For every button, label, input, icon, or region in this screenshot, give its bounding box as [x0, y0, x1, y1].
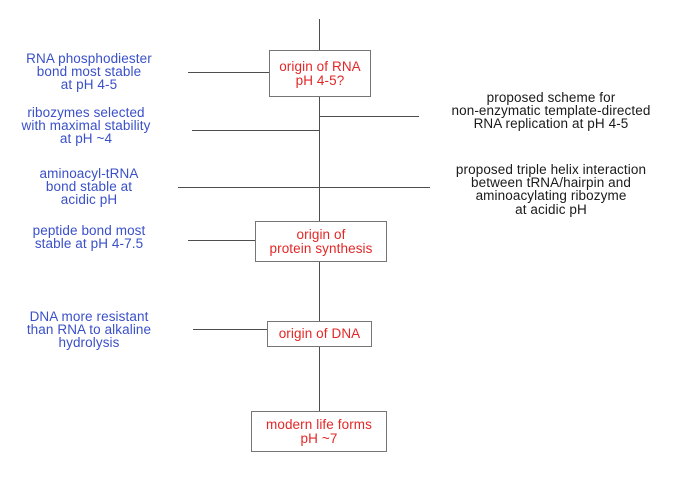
flow-box-origin-dna: origin of DNA — [267, 321, 372, 347]
annotation-line: bond most stable — [36, 64, 142, 80]
annotation-line: RNA replication at pH 4-5 — [473, 116, 629, 132]
annotation-line: with maximal stability — [21, 118, 151, 134]
annotation-line: at pH ~4 — [59, 131, 113, 147]
connector-dna-resistant — [193, 328, 267, 330]
annotation-line: RNA phosphodiester — [26, 51, 152, 66]
annotation-line: peptide bond most — [32, 223, 146, 238]
connector-rna-phosphodiester — [188, 71, 269, 73]
annotation-proposed-scheme: proposed scheme for non-enzymatic templa… — [428, 91, 674, 131]
connector-proposed-scheme — [319, 115, 419, 117]
annotation-line: than RNA to alkaline — [26, 322, 152, 338]
flow-box-line: origin of — [296, 226, 346, 242]
annotation-ribozymes: ribozymes selected with maximal stabilit… — [3, 106, 169, 146]
annotation-rna-phosphodiester: RNA phosphodiester bond most stable at p… — [8, 52, 170, 92]
annotation-line: hydrolysis — [58, 335, 120, 351]
flow-box-line: pH 4-5? — [295, 72, 345, 88]
annotation-line: aminoacyl-tRNA — [39, 166, 139, 181]
flow-box-line: pH ~7 — [300, 430, 338, 446]
flow-box-modern-life-forms: modern life forms pH ~7 — [251, 411, 387, 452]
annotation-line: bond stable at — [45, 179, 133, 195]
annotation-line: proposed triple helix interaction — [455, 162, 647, 177]
flow-box-line: protein synthesis — [269, 240, 373, 256]
annotation-line: aminoacylating ribozyme — [475, 188, 627, 204]
connector-aminoacyl-triple-helix — [178, 186, 430, 188]
flow-box-line: modern life forms — [266, 416, 372, 432]
annotation-line: ribozymes selected — [27, 105, 145, 120]
annotation-line: at pH 4-5 — [60, 77, 118, 93]
timeline-vertical-line — [318, 19, 320, 411]
connector-peptide-bond — [188, 239, 257, 241]
annotation-line: acidic pH — [60, 192, 118, 208]
annotation-line: stable at pH 4-7.5 — [34, 236, 144, 252]
flow-box-origin-protein-synthesis: origin of protein synthesis — [255, 221, 387, 262]
annotation-line: proposed scheme for — [486, 90, 616, 105]
connector-ribozymes — [192, 129, 320, 131]
annotation-line: between tRNA/hairpin and — [471, 175, 631, 191]
annotation-line: DNA more resistant — [29, 309, 149, 324]
annotation-line: non-enzymatic template-directed — [451, 103, 651, 119]
flow-box-origin-rna: origin of RNA pH 4-5? — [269, 50, 371, 97]
annotation-triple-helix: proposed triple helix interaction betwee… — [428, 163, 674, 216]
annotation-line: at acidic pH — [515, 201, 587, 217]
annotation-aminoacyl-trna: aminoacyl-tRNA bond stable at acidic pH — [8, 167, 170, 207]
flow-box-line: origin of RNA — [279, 58, 361, 74]
annotation-dna-resistant: DNA more resistant than RNA to alkaline … — [8, 310, 170, 350]
annotation-peptide-bond: peptide bond most stable at pH 4-7.5 — [8, 223, 170, 252]
flow-box-line: origin of DNA — [278, 326, 361, 341]
